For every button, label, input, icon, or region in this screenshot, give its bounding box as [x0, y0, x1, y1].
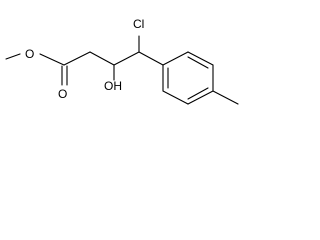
benzene-ring — [162, 51, 214, 105]
bond-carbonyl-ch2 — [63, 51, 91, 66]
bond-ester-o-carbonyl-c — [39, 53, 65, 66]
hydroxyl-label: OH — [104, 79, 122, 93]
chlorine-label: Cl — [133, 17, 144, 31]
carbonyl-oxygen-label: O — [58, 87, 67, 101]
bond-chcl-ring — [138, 51, 164, 66]
ester-oxygen-label: O — [25, 47, 34, 61]
bond-methyl-ester-o — [5, 53, 21, 60]
bond-ch2-choh — [89, 51, 115, 66]
bond-ring-methyl — [212, 90, 239, 105]
structure-diagram: Cl OH O O — [0, 0, 246, 117]
bond-choh-chcl — [113, 51, 140, 66]
molecule-drawing: Cl OH O O — [5, 17, 239, 105]
